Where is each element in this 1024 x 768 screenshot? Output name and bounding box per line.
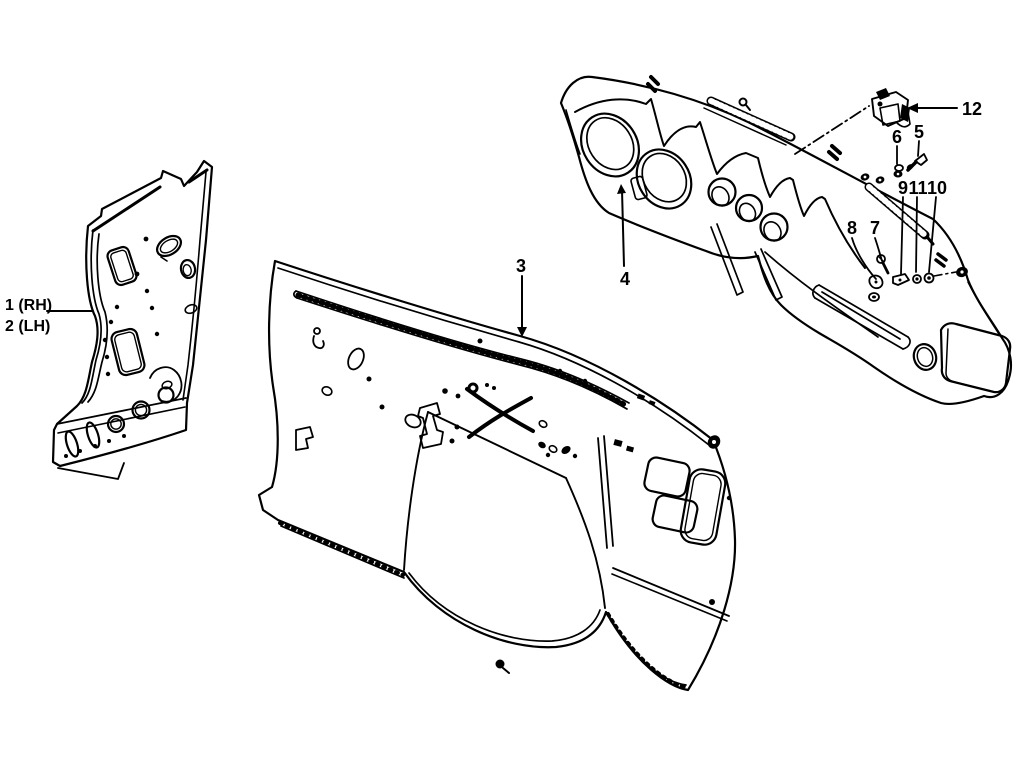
callout-1-rh: 1 (RH): [5, 297, 52, 314]
clip-8-drawing: [868, 274, 884, 302]
callout-11: 11: [908, 178, 927, 198]
nut-6-drawing: [893, 164, 904, 178]
callout-10: 10: [927, 178, 947, 198]
callout-5: 5: [914, 122, 924, 142]
callout-2-lh: 2 (LH): [5, 318, 50, 335]
bracket-12-drawing: [871, 88, 911, 128]
firewall-panel-drawing: [257, 259, 737, 692]
dash-side-panel-drawing: [51, 159, 214, 480]
callout-8: 8: [847, 218, 857, 238]
callout-4: 4: [620, 269, 630, 289]
screw-7-drawing: [876, 254, 890, 275]
bolt-5-drawing: [906, 153, 928, 172]
callout-6: 6: [892, 127, 902, 147]
callout-labels: 1 (RH) 2 (LH) 3 4 5 6 7 8 9 10 11 12: [5, 99, 982, 335]
grommet-11-drawing: [912, 274, 922, 284]
callout-3: 3: [516, 256, 526, 276]
callout-leaders: [46, 103, 958, 337]
callout-12: 12: [962, 99, 982, 119]
bracket-9-drawing: [892, 273, 910, 286]
callout-7: 7: [870, 218, 880, 238]
grommet-10-drawing: [923, 252, 968, 284]
instrument-panel-drawing: [559, 75, 1013, 405]
callout-9: 9: [898, 178, 908, 198]
